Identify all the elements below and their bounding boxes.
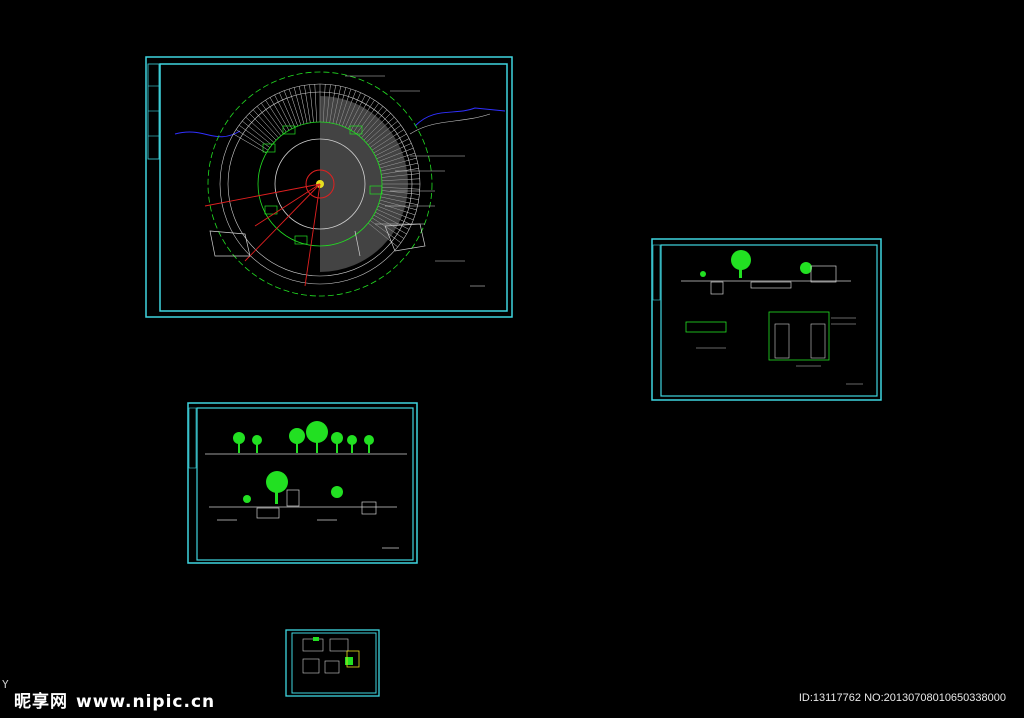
ucs-icon: Y — [2, 678, 9, 691]
elevation-drawing — [187, 402, 418, 564]
watermark-brand: 昵享网 — [14, 692, 68, 712]
plaza-plan-sheet[interactable] — [145, 56, 513, 318]
detail-section-sheet[interactable] — [651, 238, 882, 401]
detail-section-drawing — [651, 238, 882, 401]
watermark-logo: 昵享网 www.nipic.cn — [14, 687, 215, 712]
small-detail-sheet[interactable] — [285, 629, 380, 697]
small-detail-drawing — [285, 629, 380, 697]
plaza-plan-drawing — [145, 56, 513, 318]
watermark-url: www.nipic.cn — [76, 692, 216, 712]
watermark-id: ID:13117762 NO:20130708010650338000 — [798, 692, 1006, 704]
elevation-sheet[interactable] — [187, 402, 418, 564]
